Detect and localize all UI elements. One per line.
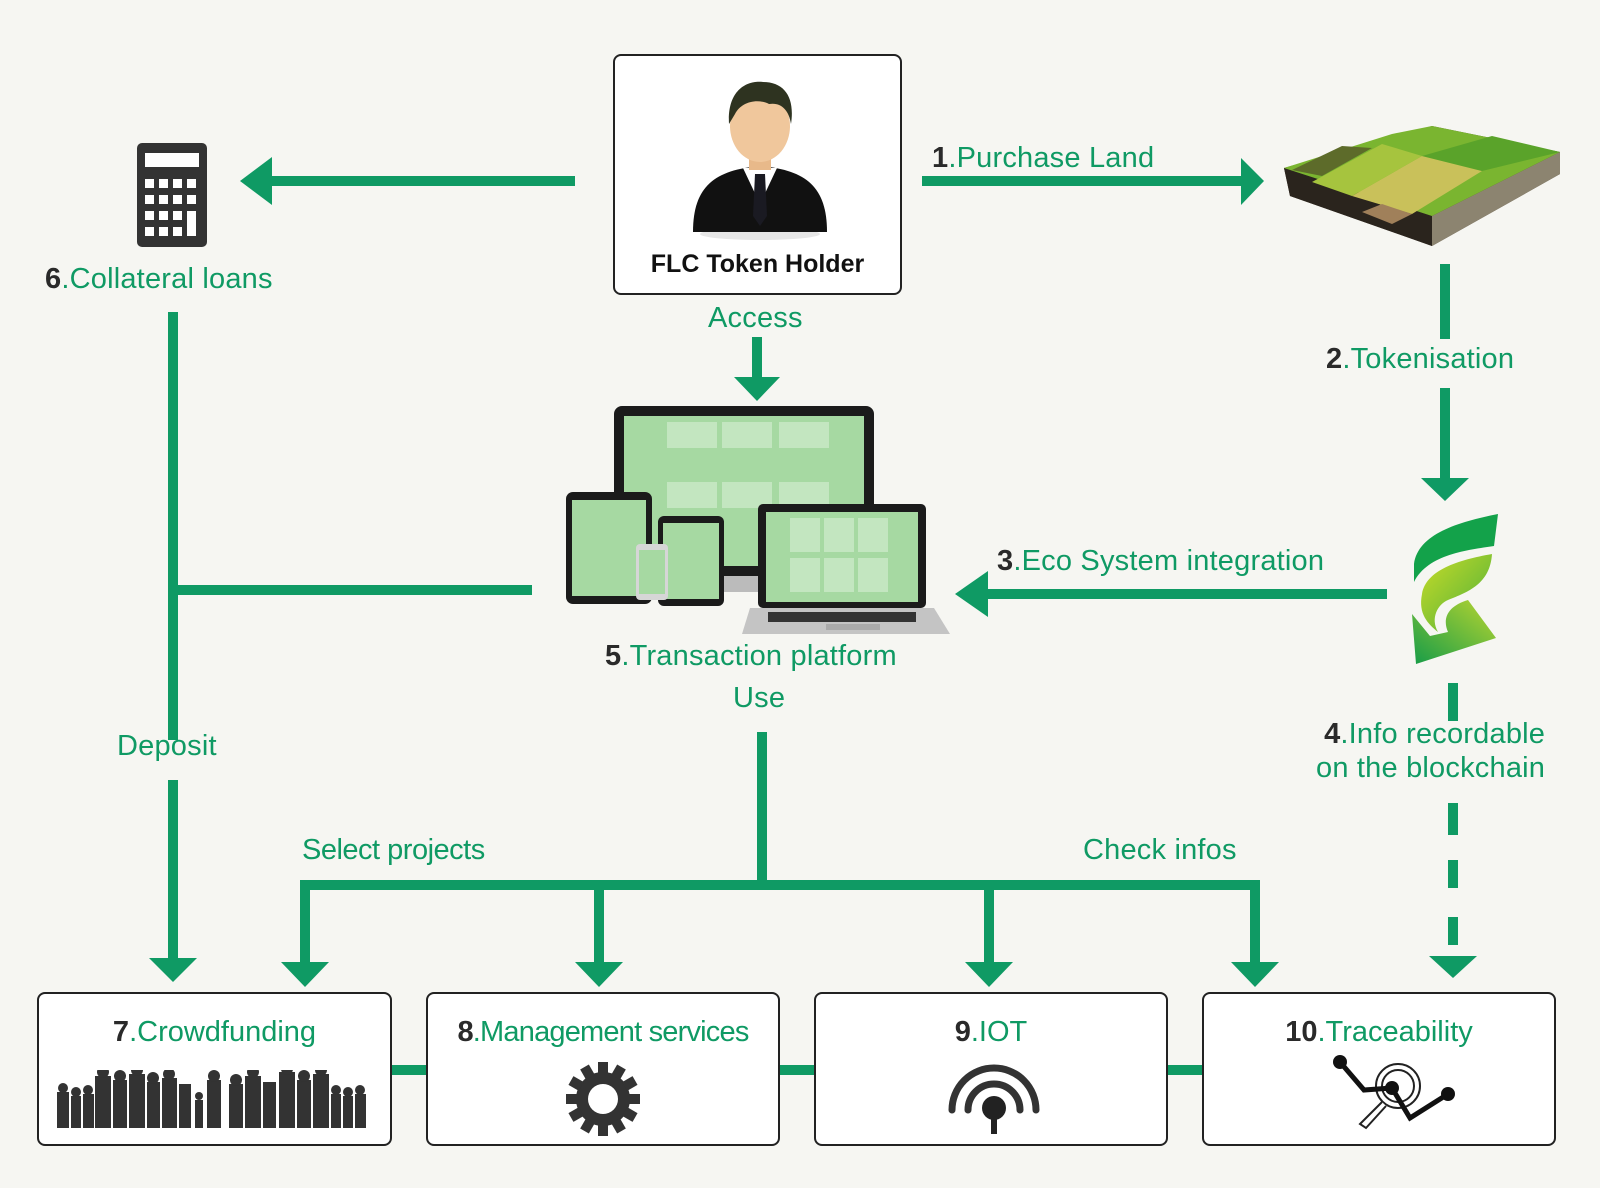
arrow-to-loans: [272, 176, 575, 186]
line-blockchain-top: [1448, 683, 1458, 721]
use-label: Use: [733, 682, 786, 714]
step-1-label: 1.Purchase Land: [932, 142, 1155, 174]
link-8-9: [778, 1065, 814, 1075]
line-loans-vertical: [168, 312, 178, 740]
step-4-label: 4.Info recordable on the blockchain: [1316, 718, 1546, 784]
step-2-label: 2.Tokenisation: [1326, 343, 1515, 375]
dash-3: [1448, 917, 1458, 945]
line-to-iot: [984, 885, 994, 970]
token-holder-box[interactable]: FLC Token Holder: [613, 54, 902, 295]
line-distribution: [300, 880, 1260, 890]
check-infos-label: Check infos: [1083, 834, 1237, 866]
service-box-traceability[interactable]: 10.Traceability: [1202, 992, 1556, 1146]
devices-icon: [566, 406, 950, 634]
arrowhead-to-management: [575, 962, 623, 987]
line-use: [757, 732, 767, 884]
line-tokenisation-top: [1440, 264, 1450, 339]
line-access: [752, 337, 762, 377]
arrowhead-eco-system: [955, 571, 988, 617]
step-3-label: 3.Eco System integration: [997, 545, 1325, 577]
line-to-management: [594, 885, 604, 970]
gear-icon: [566, 1062, 640, 1136]
dash-1: [1448, 803, 1458, 835]
select-projects-label: Select projects: [302, 834, 485, 866]
arrowhead-to-iot: [965, 962, 1013, 987]
line-to-crowdfunding: [300, 880, 310, 970]
service-box-management[interactable]: 8.Management services: [426, 992, 780, 1146]
arrow-purchase-land: [922, 176, 1248, 186]
trace-magnifier-icon: [1333, 1055, 1455, 1130]
deposit-label: Deposit: [117, 730, 217, 762]
arrowhead-to-traceability: [1231, 962, 1279, 987]
arrowhead-blockchain: [1429, 956, 1477, 978]
token-holder-title: FLC Token Holder: [650, 250, 865, 278]
flc-leaf-logo-icon: [1412, 514, 1498, 664]
line-tokenisation-bottom: [1440, 388, 1450, 480]
arrowhead-tokenisation: [1421, 478, 1469, 501]
link-9-10: [1166, 1065, 1202, 1075]
access-label: Access: [708, 302, 803, 334]
arrowhead-to-loans: [240, 157, 272, 205]
arrowhead-access: [734, 377, 780, 401]
arrowhead-purchase-land: [1241, 158, 1264, 205]
arrowhead-deposit: [149, 958, 197, 982]
arrowhead-to-crowdfunding: [281, 962, 329, 987]
signal-antenna-icon: [948, 1064, 1040, 1134]
line-deposit-lower: [168, 780, 178, 960]
step-5-label: 5.Transaction platform: [605, 640, 897, 672]
line-platform-to-deposit: [178, 585, 532, 595]
businessman-avatar-icon: [693, 81, 827, 240]
service-box-iot[interactable]: 9.IOT: [814, 992, 1168, 1146]
link-7-8: [390, 1065, 426, 1075]
crowd-icon: [57, 1070, 366, 1128]
service-box-crowdfunding[interactable]: 7.Crowdfunding: [37, 992, 392, 1146]
dash-2: [1448, 860, 1458, 888]
step-6-label: 6.Collateral loans: [45, 263, 273, 295]
line-to-traceability: [1250, 880, 1260, 970]
calculator-icon: [137, 143, 207, 247]
arrow-eco-system: [988, 589, 1387, 599]
land-plot-icon: [1284, 126, 1560, 246]
